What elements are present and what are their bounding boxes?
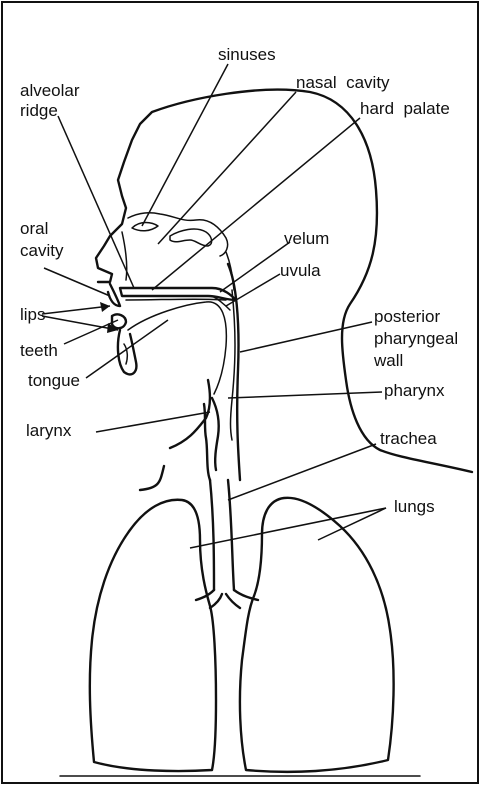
label-nasal-cavity: nasal cavity (296, 73, 390, 92)
leader-sinuses (142, 64, 228, 226)
label-velum: velum (284, 229, 329, 248)
leader-lungs-left (190, 508, 386, 548)
leader-trachea (228, 444, 376, 500)
sinus-shape (132, 223, 158, 231)
nasal-cavity-inner (170, 229, 212, 246)
leader-lips-lower (42, 316, 118, 330)
label-trachea: trachea (380, 429, 437, 448)
label-larynx: larynx (26, 421, 72, 440)
leader-posterior-wall (240, 322, 372, 352)
label-pharyngeal: pharyngeal (374, 329, 458, 348)
leader-lungs-right (318, 508, 386, 540)
label-lips: lips (20, 305, 46, 324)
label-tongue: tongue (28, 371, 80, 390)
label-oral-cavity: cavity (20, 241, 64, 260)
label-wall: wall (373, 351, 403, 370)
pharyngeal-wall-inner (231, 290, 236, 440)
hard-palate-shape (120, 288, 236, 300)
label-pharynx: pharynx (384, 381, 445, 400)
right-lung (240, 498, 394, 772)
label-uvula: uvula (280, 261, 321, 280)
label-teeth: teeth (20, 341, 58, 360)
neck-back-to-shoulder (140, 466, 164, 490)
nasal-cavity-upper (128, 213, 228, 256)
label-oral: oral (20, 219, 48, 238)
trachea-shape (210, 480, 234, 590)
tongue-shape (128, 302, 226, 394)
leader-nasal-cavity (158, 92, 296, 244)
larynx-shape (204, 398, 219, 480)
label-alveolar: alveolar (20, 81, 80, 100)
nasal-floor (122, 232, 127, 280)
label-hard-palate: hard palate (360, 99, 450, 118)
arrowhead-lips-upper (100, 302, 110, 312)
leader-lips-upper (42, 306, 110, 314)
label-lungs: lungs (394, 497, 435, 516)
leader-hard-palate (152, 118, 360, 290)
left-lung (90, 500, 216, 771)
leader-pharynx (228, 392, 382, 398)
label-alveolar-ridge: ridge (20, 101, 58, 120)
label-posterior: posterior (374, 307, 440, 326)
head-outline (96, 90, 472, 472)
lower-teeth (124, 344, 127, 364)
oral-cavity-floor (126, 299, 226, 300)
upper-lip (108, 284, 120, 306)
label-sinuses: sinuses (218, 45, 276, 64)
leader-larynx (96, 412, 210, 432)
